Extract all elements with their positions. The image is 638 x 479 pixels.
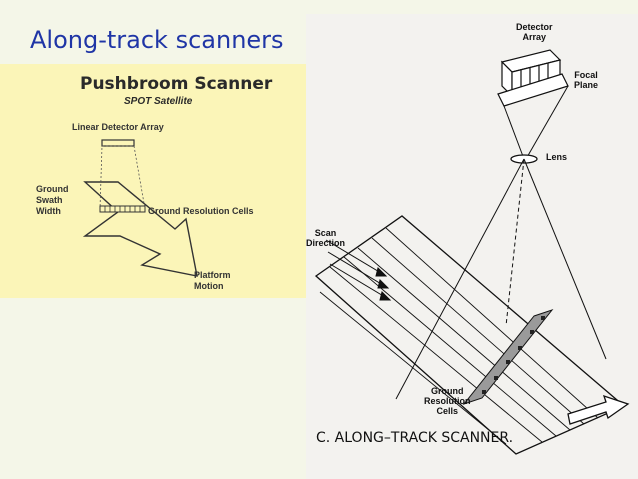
label-platform-motion: Platform Motion (194, 270, 231, 291)
resolution-cell-dividers (104, 206, 141, 212)
scan-direction-arrows (325, 239, 392, 301)
scan-lines (319, 227, 599, 445)
ground-view-rays (395, 158, 607, 400)
platform-direction-arrow (567, 394, 630, 425)
label-ground-swath-width: Ground Swath Width (36, 184, 69, 216)
linear-detector-array (101, 139, 135, 147)
label-ground-resolution-cells: Ground Resolution Cells (424, 386, 471, 416)
pushbroom-diagram (82, 139, 198, 277)
ground-resolution-cells (99, 205, 146, 213)
label-ground-resolution-cells: Ground Resolution Cells (148, 206, 254, 216)
label-linear-detector-array: Linear Detector Array (72, 122, 164, 132)
label-scan-direction: Scan Direction (306, 228, 346, 248)
pushbroom-title: Pushbroom Scanner (80, 74, 273, 94)
along-track-caption: C. ALONG–TRACK SCANNER. (316, 430, 514, 446)
label-detector-array: Detector Array (516, 22, 553, 42)
detector-view-cone (99, 145, 146, 210)
platform-motion-arrow (82, 181, 198, 277)
label-lens: Lens (546, 152, 568, 162)
pushbroom-subtitle: SPOT Satellite (124, 96, 193, 107)
slide-title: Along-track scanners (30, 26, 284, 54)
optical-cone (503, 85, 569, 160)
along-track-diagram (314, 49, 630, 455)
along-track-scanner-figure: Detector Array Focal Plane Lens Scan Dir… (306, 14, 638, 479)
label-focal-plane: Focal Plane (574, 70, 599, 90)
resolution-cells-strip (462, 308, 554, 406)
pushbroom-scanner-figure: Pushbroom Scanner SPOT Satellite Linear … (0, 64, 306, 298)
resolution-cell-pattern (482, 316, 545, 394)
